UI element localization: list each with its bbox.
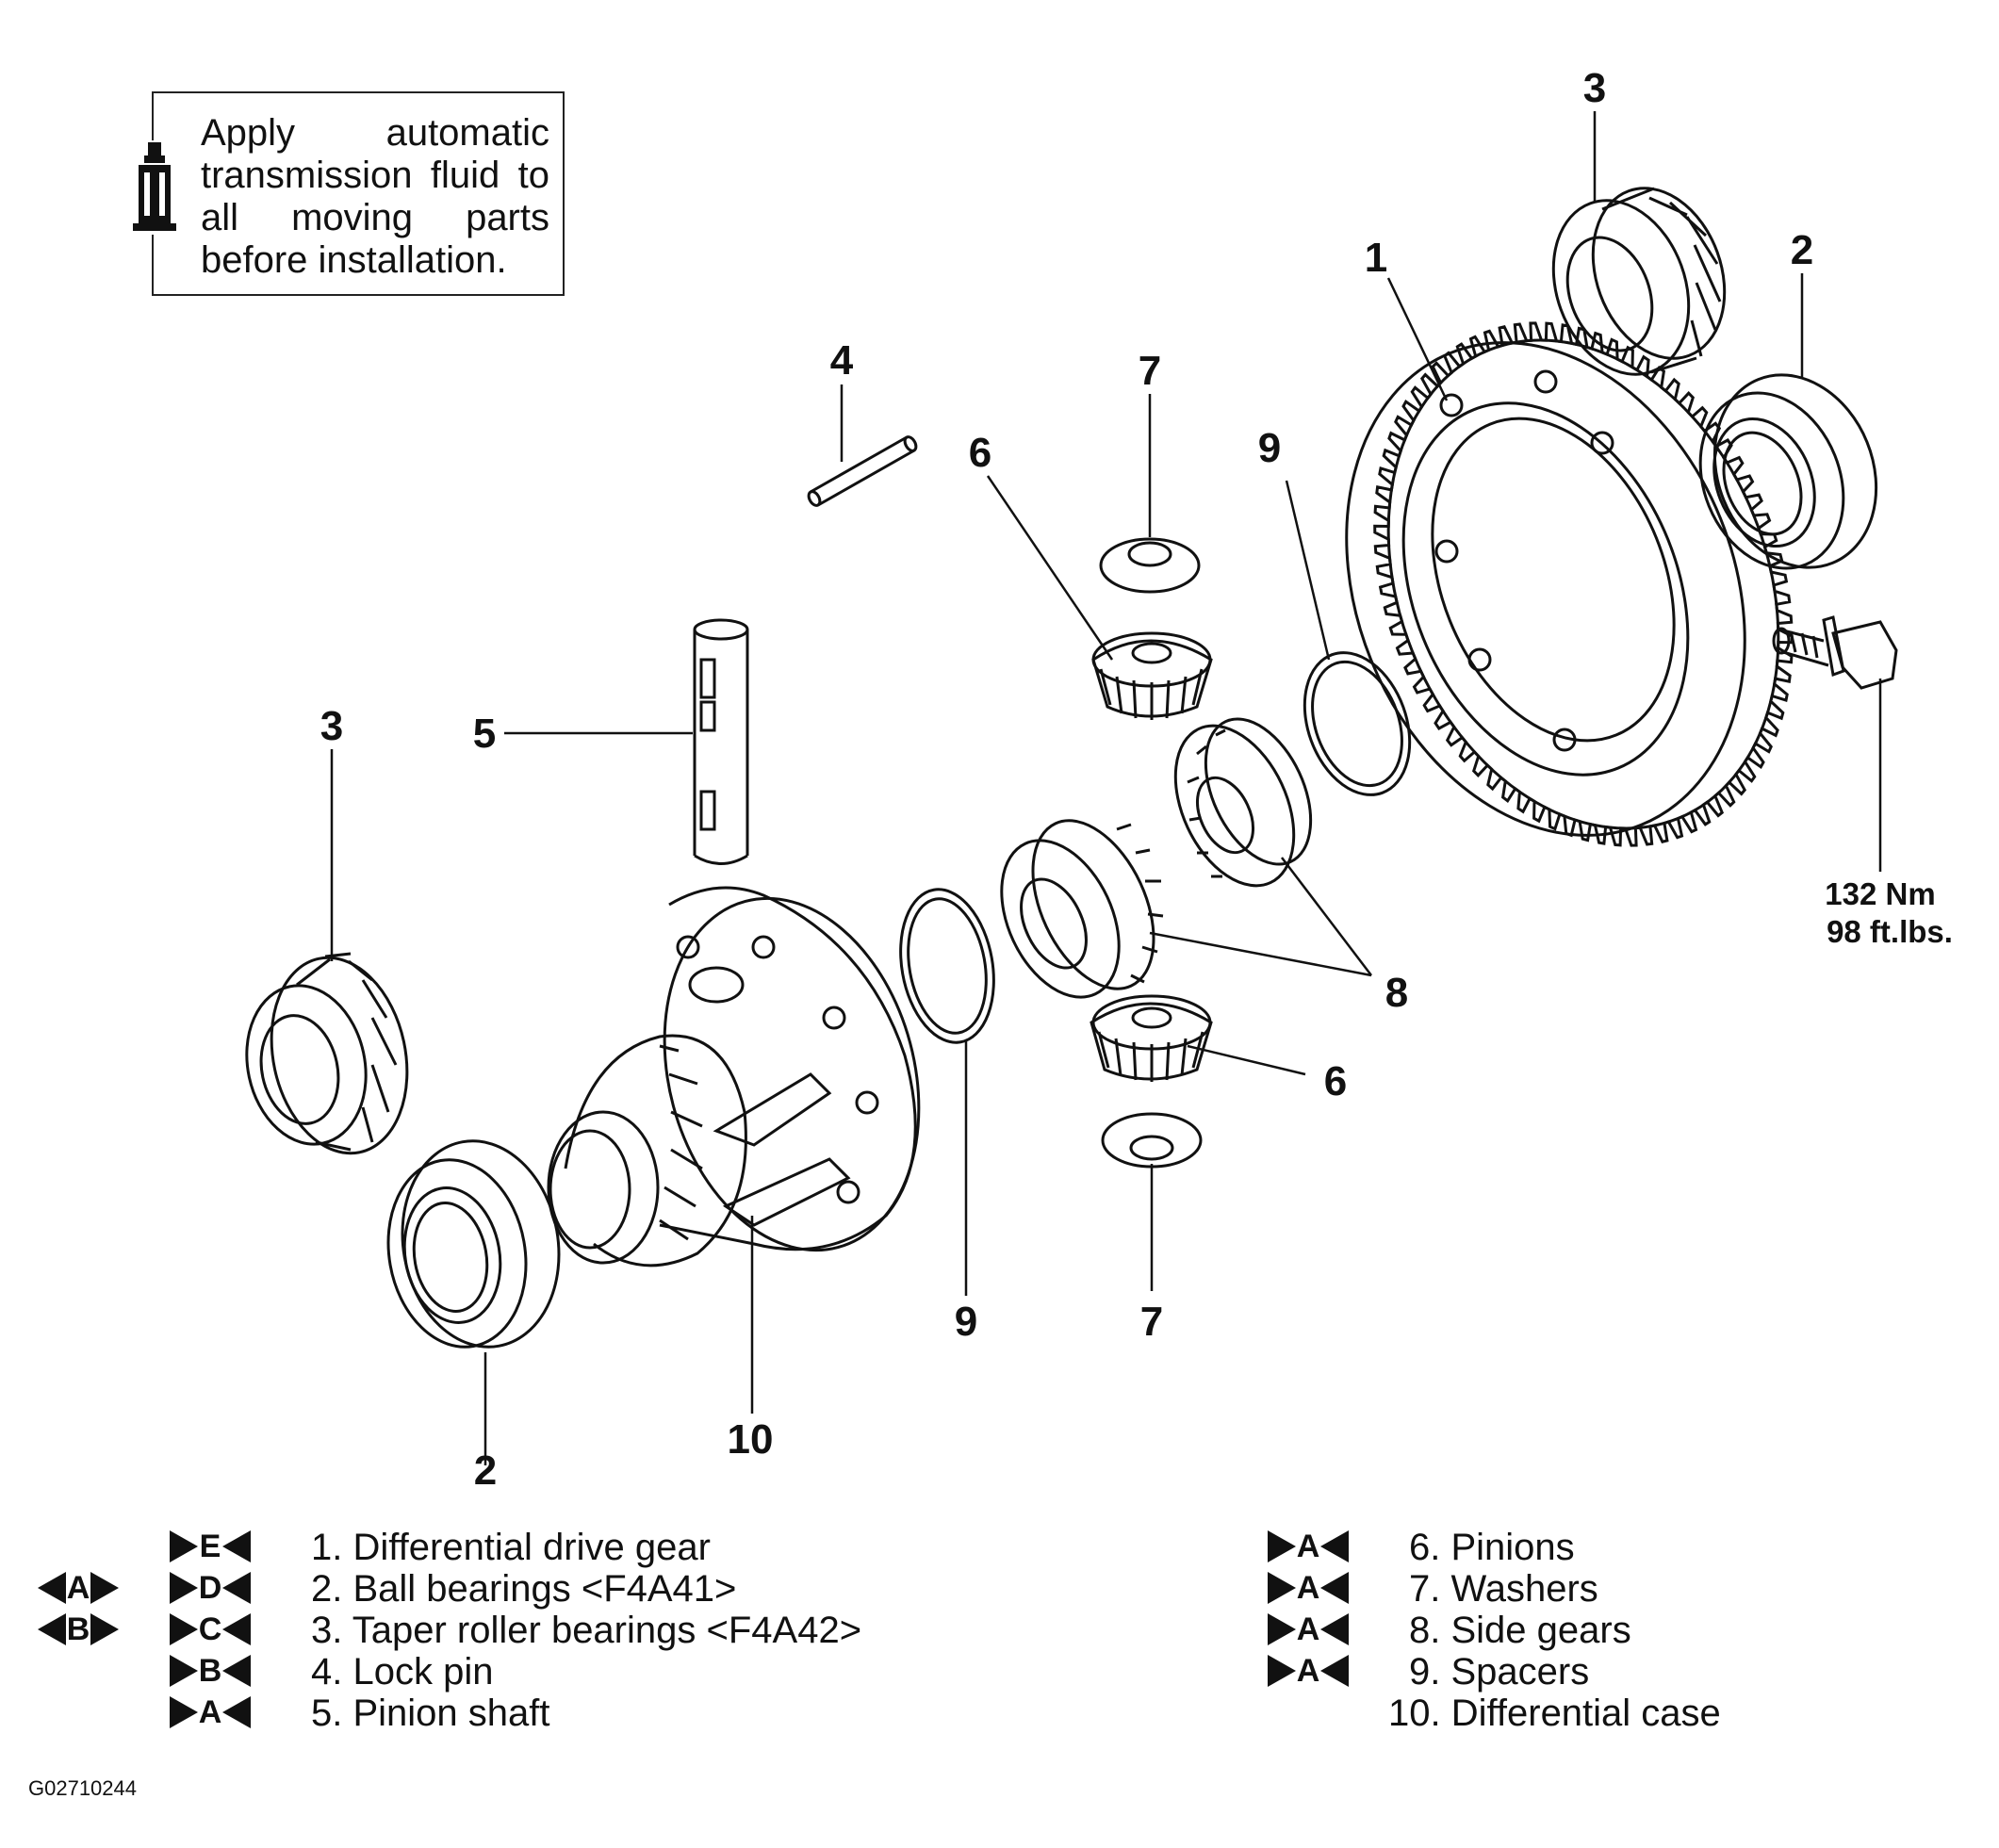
legend-row: A 6. Pinions	[1268, 1527, 1984, 1568]
legend-text: 4. Lock pin	[311, 1651, 494, 1693]
legend-row: A 5. Pinion shaft	[38, 1693, 980, 1734]
callout-2-top: 2	[1791, 227, 1813, 273]
note-text: Apply automatic transmission fluid to al…	[201, 112, 549, 281]
procedure-mark: A	[1268, 1611, 1349, 1647]
pinion-shaft	[693, 618, 749, 865]
callout-9-top: 9	[1258, 425, 1281, 471]
procedure-mark-letter: A	[198, 1694, 222, 1730]
procedure-mark-letter: A	[1296, 1653, 1320, 1689]
procedure-mark-letter: B	[66, 1611, 90, 1647]
callout-7-top: 7	[1139, 348, 1161, 394]
procedure-mark: A	[170, 1694, 251, 1730]
legend-text: 8. Side gears	[1409, 1610, 1631, 1651]
legend-text: 5. Pinion shaft	[311, 1693, 550, 1734]
spacer-bottom	[899, 888, 995, 1044]
callout-7-bottom: 7	[1140, 1299, 1163, 1345]
legend-row: A 7. Washers	[1268, 1568, 1984, 1610]
procedure-mark-letter: A	[1296, 1529, 1320, 1564]
procedure-mark-letter: E	[199, 1529, 221, 1564]
legend-text: 7. Washers	[1409, 1568, 1598, 1610]
taper-roller-bearing-top	[1551, 187, 1727, 376]
side-gear-left	[1000, 819, 1164, 999]
procedure-mark-letter: D	[198, 1570, 222, 1606]
torque-ftlbs: 98 ft.lbs.	[1827, 914, 1953, 949]
legend-text: 9. Spacers	[1409, 1651, 1590, 1693]
procedure-mark: B	[170, 1653, 251, 1689]
procedure-mark-letter: A	[1296, 1611, 1320, 1647]
procedure-mark: D	[170, 1570, 251, 1606]
legend-row: B 4. Lock pin	[38, 1651, 980, 1693]
note-box: Apply automatic transmission fluid to al…	[131, 91, 565, 296]
procedure-mark-outer: A	[38, 1570, 119, 1606]
taper-roller-bearing-left	[245, 952, 409, 1155]
legend-row: B C 3. Taper roller bearings <F4A42>	[38, 1610, 980, 1651]
differential-case	[547, 886, 921, 1267]
legend-row: A 9. Spacers	[1268, 1651, 1984, 1693]
procedure-mark: A	[1268, 1653, 1349, 1689]
washer-bottom	[1101, 1112, 1203, 1169]
procedure-mark: A	[1268, 1529, 1349, 1564]
callout-1: 1	[1365, 235, 1387, 281]
procedure-mark-outer: B	[38, 1611, 119, 1647]
legend-row: 10. Differential case	[1268, 1693, 1984, 1734]
side-gear-right	[1173, 717, 1313, 888]
callout-4: 4	[830, 337, 854, 384]
legend-text: 1. Differential drive gear	[311, 1527, 711, 1568]
ball-bearing-bottom	[386, 1139, 561, 1349]
procedure-mark: A	[1268, 1570, 1349, 1606]
callout-6-top: 6	[969, 430, 991, 476]
torque-nm: 132 Nm	[1825, 876, 1935, 911]
pinion-top	[1091, 631, 1213, 720]
procedure-mark: E	[170, 1529, 251, 1564]
callout-5: 5	[473, 711, 496, 757]
legend-text: 10. Differential case	[1388, 1693, 1721, 1734]
procedure-mark-letter: B	[198, 1653, 222, 1689]
legend-text: 3. Taper roller bearings <F4A42>	[311, 1610, 862, 1651]
callout-8: 8	[1385, 970, 1408, 1016]
pinion-bottom	[1090, 994, 1213, 1082]
callout-9-bottom: 9	[955, 1299, 977, 1345]
procedure-mark-letter: C	[198, 1611, 222, 1647]
spacer-top	[1303, 651, 1412, 796]
leader-lines	[330, 111, 1882, 1465]
procedure-mark: C	[170, 1611, 251, 1647]
legend-text: 2. Ball bearings <F4A41>	[311, 1568, 737, 1610]
callout-3-left: 3	[320, 703, 343, 749]
callout-3-top: 3	[1583, 65, 1606, 111]
callout-10: 10	[728, 1416, 774, 1463]
lock-pin	[807, 435, 918, 507]
legend-row: A 8. Side gears	[1268, 1610, 1984, 1651]
figure-id: G02710244	[28, 1776, 137, 1800]
differential-drive-gear	[1345, 321, 1794, 847]
washer-top	[1099, 537, 1201, 594]
legend-right: A 6. Pinions A 7. Washers A 8. Side gear…	[1268, 1527, 1984, 1734]
callout-6-bottom: 6	[1324, 1058, 1347, 1104]
ball-bearing-top	[1698, 373, 1878, 570]
callout-2-bottom: 2	[474, 1447, 497, 1494]
legend-text: 6. Pinions	[1409, 1527, 1575, 1568]
drive-gear-bolt	[1772, 615, 1898, 690]
legend-row: E 1. Differential drive gear	[38, 1527, 980, 1568]
procedure-mark-letter: A	[66, 1570, 90, 1606]
legend-row: A D 2. Ball bearings <F4A41>	[38, 1568, 980, 1610]
fluid-bottle-icon	[131, 140, 178, 235]
legend-left: E 1. Differential drive gear A D 2. Ball…	[38, 1527, 980, 1734]
procedure-mark-letter: A	[1296, 1570, 1320, 1606]
